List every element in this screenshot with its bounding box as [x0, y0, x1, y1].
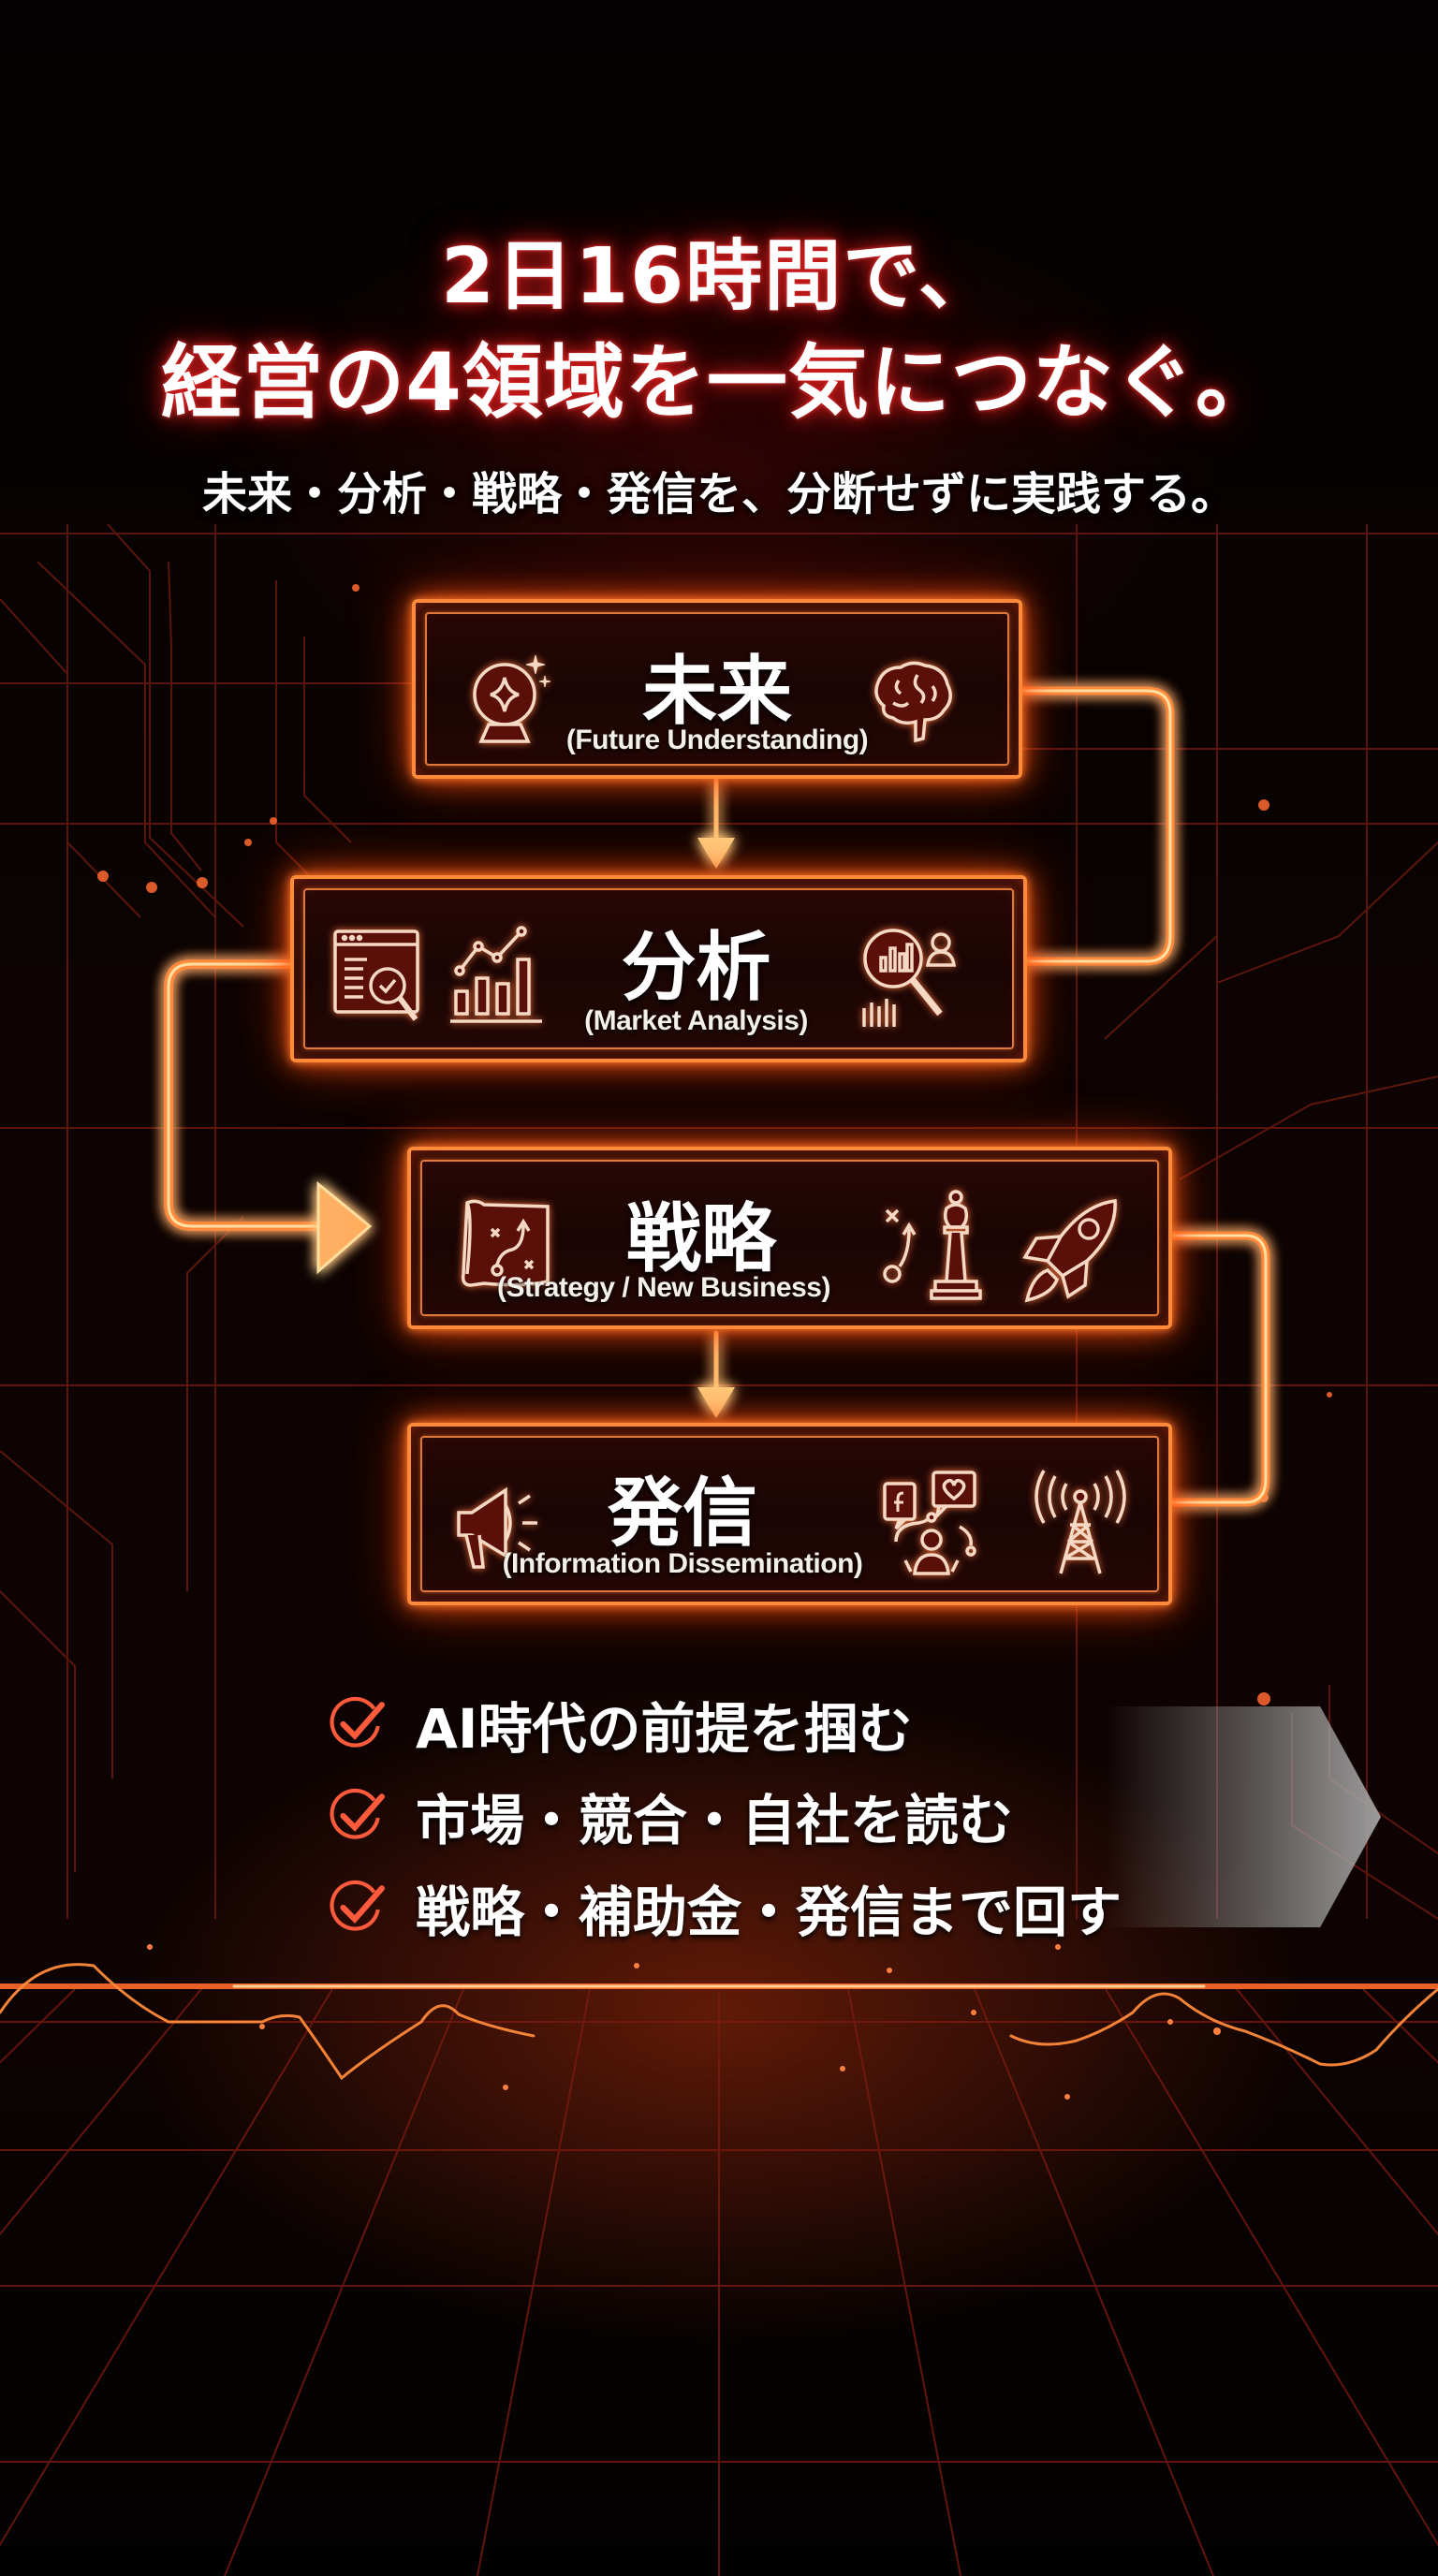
checklist-text: AI時代の前提を掴む — [416, 1697, 913, 1761]
checklist-item: 市場・競合・自社を読む — [328, 1777, 1013, 1855]
checklist-text: 戦略・補助金・発信まで回す — [416, 1881, 1123, 1944]
crystal-ball-icon — [462, 648, 556, 751]
step-subtitle: (Future Understanding) — [565, 724, 869, 755]
checklist-item: AI時代の前提を掴む — [328, 1685, 912, 1764]
step-subtitle: (Market Analysis) — [584, 1005, 808, 1036]
step-analysis-box: 分析 (Market Analysis) — [290, 875, 1027, 1062]
arrow-right-icon — [316, 1180, 373, 1275]
headline-line-2: 経営の4領域を一気につなぐ。 — [161, 336, 1277, 430]
step-strategy-box: 戦略 (Strategy / New Business) — [407, 1147, 1172, 1329]
step-future-box: 未来 (Future Understanding) — [412, 599, 1022, 779]
step-title: 分析 — [621, 924, 771, 1011]
checklist-text: 市場・競合・自社を読む — [416, 1789, 1014, 1852]
headline-line-1: 2日16時間で、 — [441, 232, 997, 321]
magnifier-chart-user-icon — [851, 916, 963, 1038]
social-network-icon — [879, 1469, 1001, 1590]
broadcast-tower-icon — [1029, 1469, 1132, 1581]
step-subtitle: (Information Dissemination) — [502, 1548, 863, 1579]
step-subtitle: (Strategy / New Business) — [497, 1272, 830, 1303]
step-title: 発信 — [608, 1470, 757, 1557]
next-arrow-icon — [1105, 1706, 1381, 1927]
report-search-icon — [331, 926, 434, 1029]
step-title: 未来 — [642, 648, 792, 735]
step-title: 戦略 — [626, 1195, 776, 1282]
tactics-map-icon — [458, 1197, 556, 1291]
step-dissemination-box: 発信 (Information Dissemination) — [407, 1423, 1172, 1605]
bar-line-chart-icon — [448, 924, 551, 1027]
subtitle: 未来・分析・戦略・発信を、分断せずに実践する。 — [201, 468, 1236, 520]
rocket-icon — [1020, 1195, 1123, 1308]
check-circle-icon — [330, 1696, 385, 1748]
checklist-item: 戦略・補助金・発信まで回す — [328, 1868, 1122, 1947]
chess-bishop-play-icon — [879, 1188, 991, 1310]
megaphone-icon — [453, 1481, 556, 1574]
check-circle-icon — [330, 1788, 385, 1839]
check-circle-icon — [330, 1880, 385, 1931]
brain-icon — [865, 654, 959, 748]
